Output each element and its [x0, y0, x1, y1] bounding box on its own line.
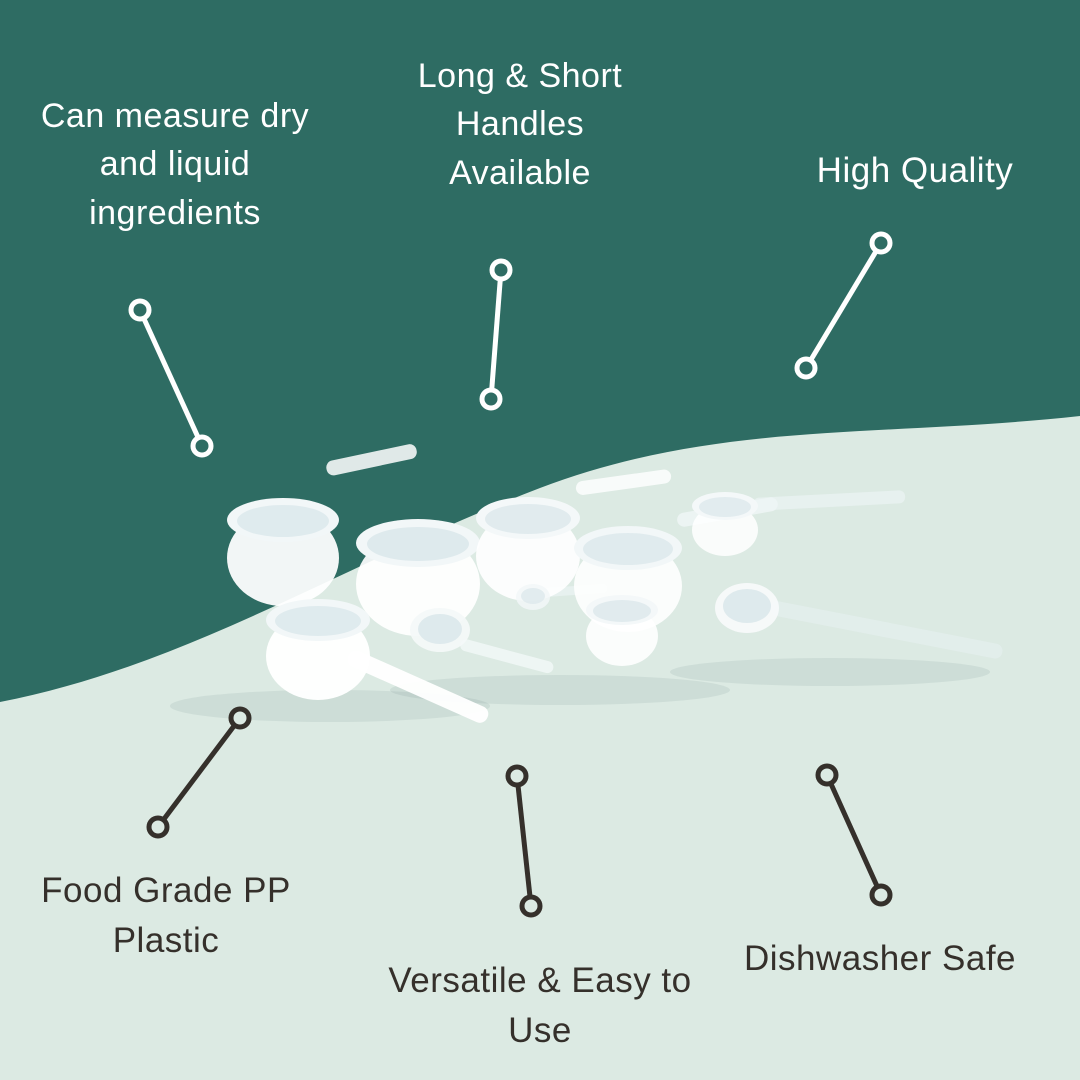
connector-endpoint	[228, 706, 252, 730]
connector-endpoint	[489, 258, 513, 282]
callout-versatile: Versatile & Easy to Use	[388, 961, 692, 1050]
callout-high-quality: High Quality	[816, 151, 1014, 190]
connector-endpoint	[869, 231, 893, 255]
connector-endpoint	[869, 883, 893, 907]
callout-food-grade: Food Grade PP Plastic	[41, 871, 291, 960]
connector-endpoint	[479, 387, 503, 411]
scoop-spoon-1	[410, 608, 470, 652]
connector-quality	[794, 231, 893, 380]
callout-dishwasher-safe: Dishwasher Safe	[743, 939, 1017, 978]
connector-endpoint	[519, 894, 543, 918]
scoop-spoon-2	[516, 584, 550, 610]
connector-endpoint	[815, 763, 839, 787]
connector-measure	[128, 298, 214, 458]
callout-handles: Long & Short Handles Available	[417, 57, 623, 192]
connector-endpoint	[128, 298, 152, 322]
connector-handles	[479, 258, 513, 411]
scoop-cup-7	[586, 595, 658, 666]
scoop-cup-5	[692, 492, 758, 556]
connector-endpoint	[190, 434, 214, 458]
wave-light-region	[0, 416, 1080, 1080]
scoop-cup-1	[227, 498, 339, 606]
connector-versatile	[505, 764, 543, 918]
callout-measure-dry-liquid: Can measure dry and liquid ingredients	[40, 97, 310, 232]
scoop-cup-6	[266, 599, 370, 700]
connector-dishwasher	[815, 763, 893, 907]
connector-endpoint	[505, 764, 529, 788]
connector-food-grade	[146, 706, 252, 839]
connector-endpoint	[794, 356, 818, 380]
connector-endpoint	[146, 815, 170, 839]
scoop-spoon-3	[715, 583, 779, 633]
scoop-cup-3	[476, 497, 580, 601]
